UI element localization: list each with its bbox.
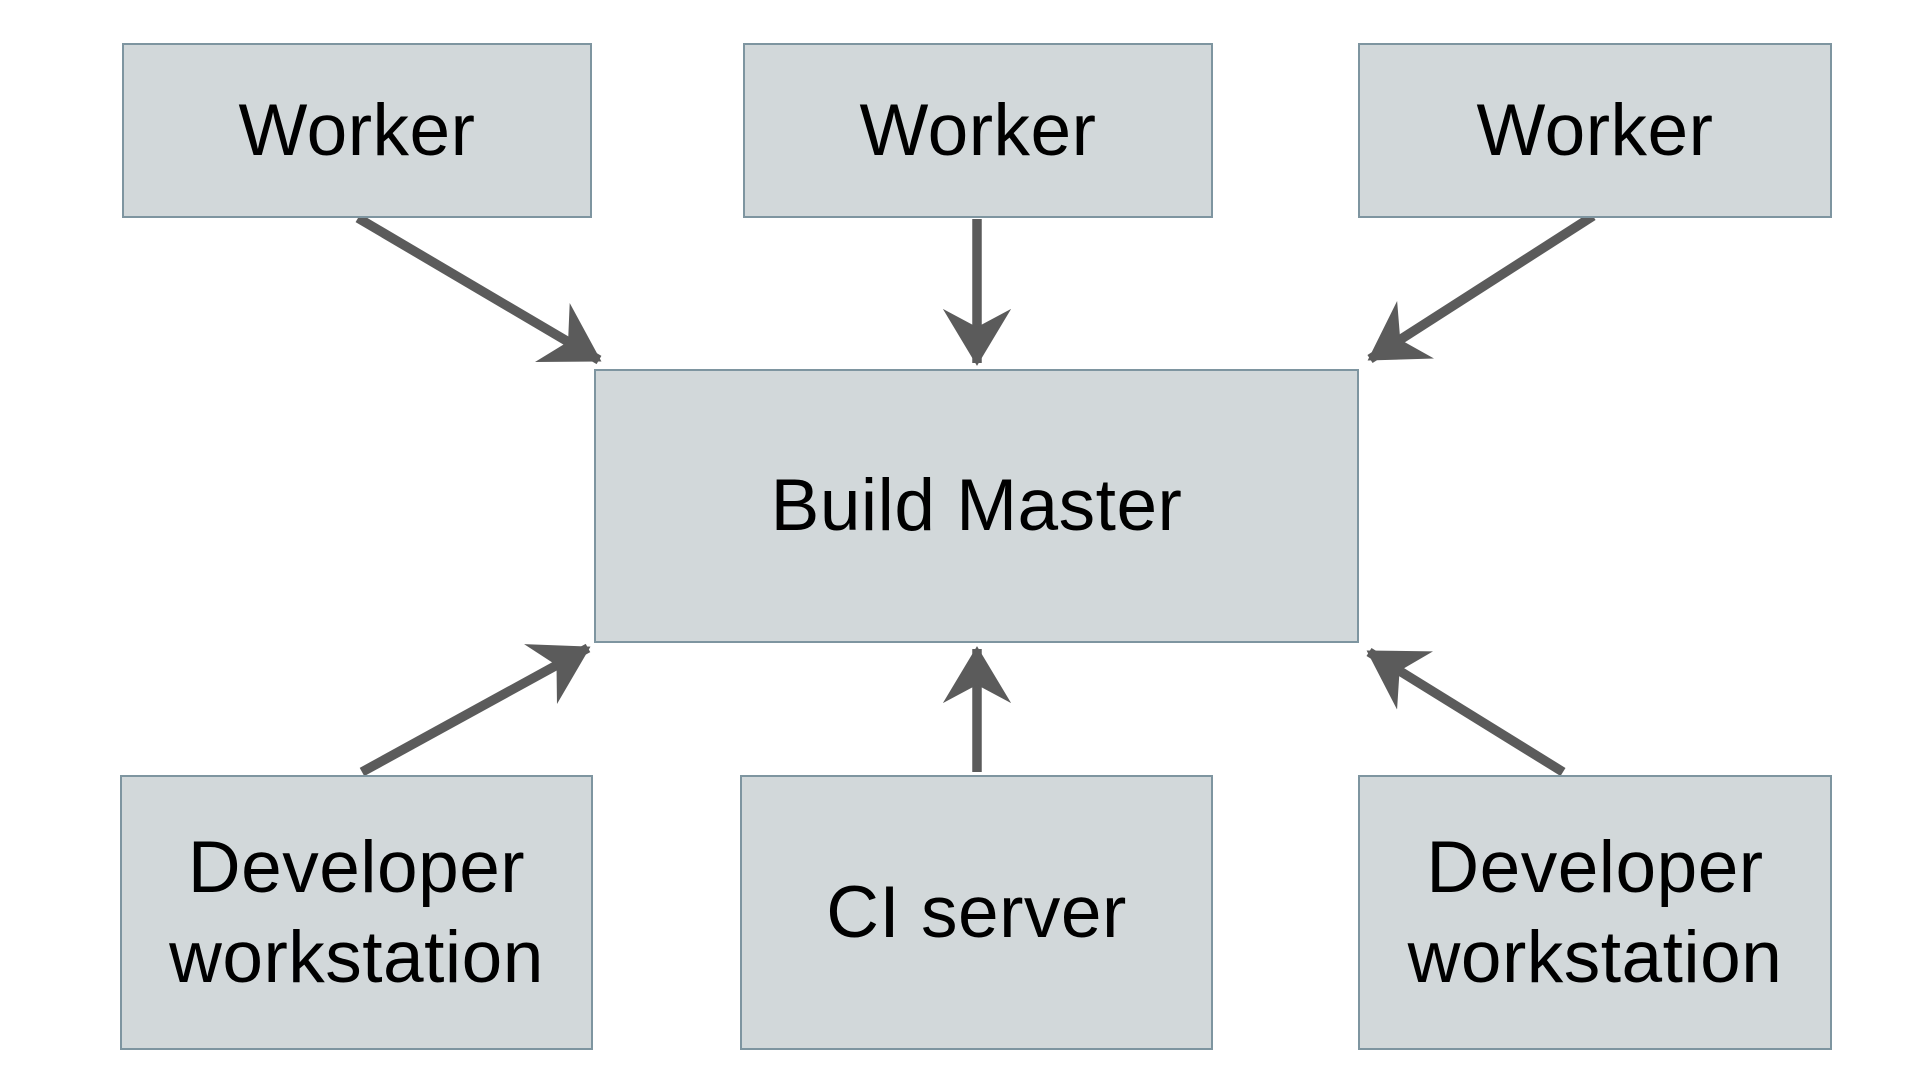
node-dev-workstation-right: Developer workstation bbox=[1358, 775, 1832, 1050]
node-dev-workstation-right-label: Developer workstation bbox=[1407, 827, 1783, 998]
node-worker-1: Worker bbox=[122, 43, 592, 218]
node-worker-3: Worker bbox=[1358, 43, 1832, 218]
node-dev-workstation-left-label: Developer workstation bbox=[169, 827, 544, 998]
node-worker-1-label: Worker bbox=[238, 89, 476, 171]
edge-dev-workstation-right-to-build-master bbox=[1366, 647, 1566, 777]
node-build-master-label: Build Master bbox=[770, 465, 1183, 547]
node-build-master: Build Master bbox=[594, 369, 1359, 643]
edge-worker-1-to-build-master bbox=[355, 213, 602, 365]
edge-dev-workstation-left-to-build-master bbox=[359, 643, 591, 777]
node-ci-server-label: CI server bbox=[826, 871, 1127, 953]
node-ci-server: CI server bbox=[740, 775, 1213, 1050]
node-worker-2: Worker bbox=[743, 43, 1213, 218]
node-worker-2-label: Worker bbox=[859, 89, 1097, 171]
node-dev-workstation-left: Developer workstation bbox=[120, 775, 593, 1050]
edge-worker-3-to-build-master bbox=[1367, 212, 1596, 363]
node-worker-3-label: Worker bbox=[1476, 89, 1714, 171]
